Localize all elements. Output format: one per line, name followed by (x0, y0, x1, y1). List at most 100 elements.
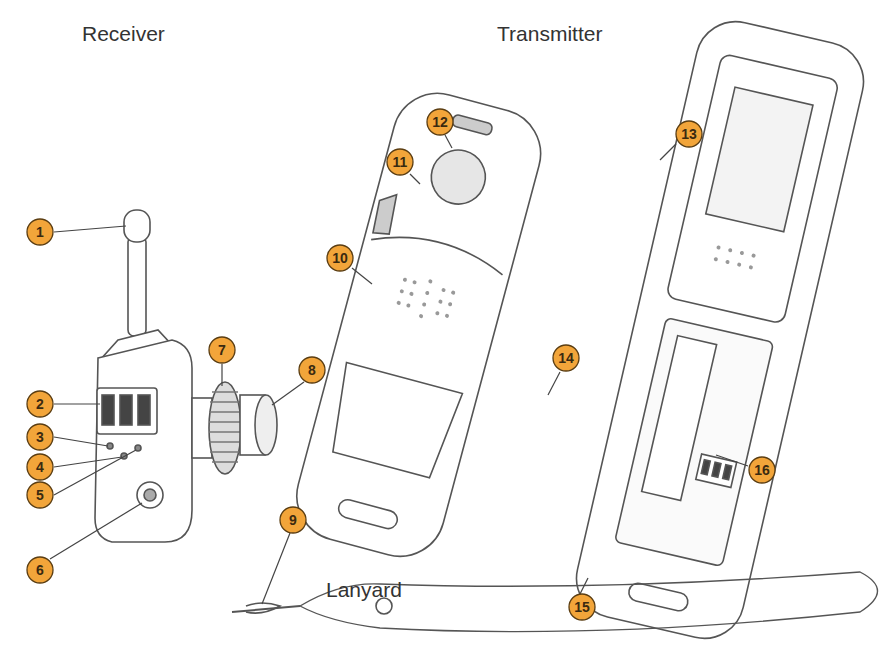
callout-circle: 13 (675, 120, 703, 148)
leader-line (221, 364, 222, 386)
leader-line (445, 135, 452, 148)
dip-switch (723, 465, 732, 480)
leader-line (352, 268, 372, 284)
leader-line (54, 457, 122, 467)
callout-fill (280, 507, 306, 533)
switch-panel (97, 388, 157, 434)
speaker-grille (394, 272, 457, 325)
callout-number: 7 (218, 343, 226, 357)
leader-lines (50, 135, 748, 604)
callout-circle: 3 (26, 423, 54, 451)
callout-number: 11 (393, 155, 408, 169)
callout-circle: 6 (26, 556, 54, 584)
callout-fill (299, 357, 325, 383)
callout-fill (327, 245, 353, 271)
callout-number: 5 (36, 488, 44, 502)
lanyard-hole (337, 498, 400, 531)
callout-number: 16 (754, 463, 770, 477)
dip-switch (712, 462, 721, 477)
callout-number: 3 (36, 430, 44, 444)
transmitter-case (287, 83, 551, 566)
callout-number: 1 (36, 225, 44, 239)
leader-line (54, 403, 100, 404)
part-label: Lanyard (326, 578, 402, 601)
callout-circle: 2 (26, 390, 54, 418)
callout-fill (27, 454, 53, 480)
lanyard-loop (246, 603, 280, 613)
cover-label (706, 87, 813, 232)
transmitter-case (569, 14, 872, 647)
callout-circle: 7 (208, 336, 236, 364)
receiver-body (95, 340, 192, 542)
callout-circle: 5 (26, 481, 54, 509)
transmitter-front (287, 83, 551, 566)
callout-circle: 8 (298, 356, 326, 384)
callout-fill (27, 391, 53, 417)
callout-fill (27, 219, 53, 245)
leader-line (262, 533, 290, 604)
callout-number: 2 (36, 397, 44, 411)
callout-circle: 9 (279, 506, 307, 534)
battery-cover (666, 53, 839, 324)
grip-panel (323, 362, 462, 480)
locking-ring (209, 382, 241, 474)
lanyard-hole (627, 581, 690, 612)
callout-fill (209, 337, 235, 363)
ring-knurl (209, 392, 241, 462)
callout-number: 10 (332, 251, 348, 265)
callout-fill (676, 121, 702, 147)
transmitter-back (569, 14, 872, 647)
shutter-button (425, 144, 491, 210)
callout-number: 13 (681, 127, 697, 141)
callout-number: 15 (574, 600, 590, 614)
callout-fill (27, 557, 53, 583)
leader-line (660, 144, 676, 160)
leader-line (54, 450, 136, 495)
receiver (95, 210, 277, 542)
callout-number: 9 (289, 513, 297, 527)
dip-switch (120, 395, 132, 425)
leader-line (548, 372, 560, 395)
antenna-shaft (128, 236, 146, 336)
callout-circle: 10 (326, 244, 354, 272)
callout-number: 6 (36, 563, 44, 577)
callout-fill (553, 345, 579, 371)
dip-switch (102, 395, 114, 425)
grille-dots (713, 245, 756, 270)
callout-circle: 16 (748, 456, 776, 484)
part-label: Receiver (82, 22, 165, 45)
callout-fill (27, 482, 53, 508)
callout-circle: 12 (426, 108, 454, 136)
part-label: Transmitter (497, 22, 602, 45)
callout-fill (427, 109, 453, 135)
leader-line (54, 226, 126, 232)
callout-number: 14 (558, 351, 574, 365)
dip-switch (701, 460, 710, 475)
lanyard (232, 572, 878, 632)
callout-circle: 4 (26, 453, 54, 481)
callout-number: 8 (308, 363, 316, 377)
callout-fill (749, 457, 775, 483)
callout-fill (27, 424, 53, 450)
leader-line (54, 437, 108, 446)
status-led (451, 114, 493, 136)
callout-fill (569, 594, 595, 620)
leader-line (580, 578, 588, 594)
leader-line (716, 455, 748, 466)
callout-fill (387, 149, 413, 175)
callout-number: 12 (432, 115, 448, 129)
antenna-cap (124, 210, 150, 242)
callout-circle: 11 (386, 148, 414, 176)
leader-line (410, 174, 420, 184)
lanyard-strap (300, 572, 878, 632)
case-seam (371, 225, 506, 275)
callout-number: 4 (36, 460, 44, 474)
battery-compartment (615, 318, 774, 567)
focus-slider (371, 191, 400, 237)
dip-switch-block (696, 454, 737, 487)
callout-circle: 15 (568, 593, 596, 621)
leader-line (50, 503, 142, 559)
dip-switch (138, 395, 150, 425)
